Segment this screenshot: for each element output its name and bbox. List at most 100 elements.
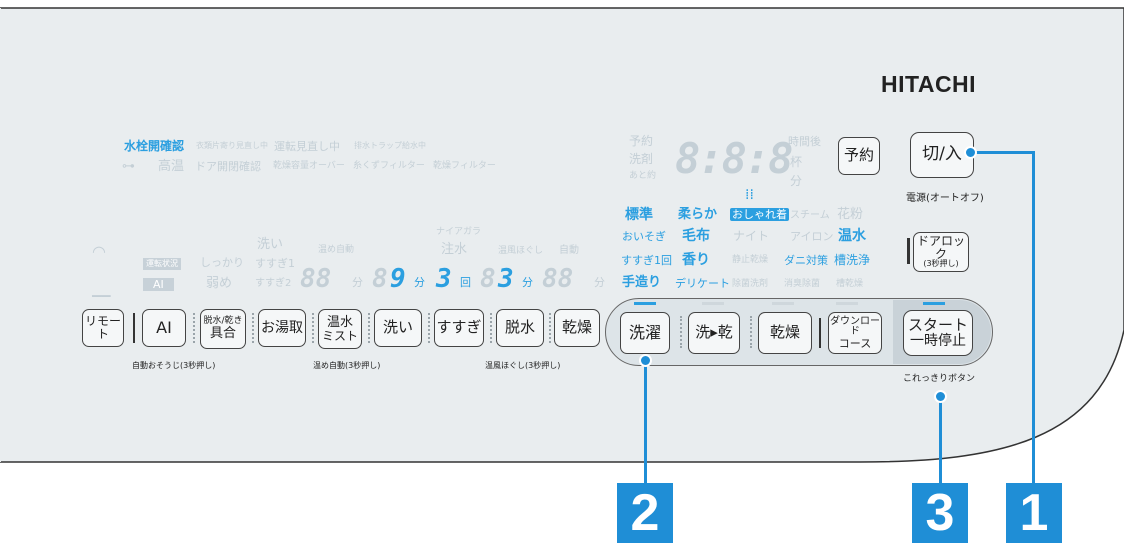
seg-digits: 88	[300, 264, 332, 294]
remote-button[interactable]: リモート	[82, 309, 124, 347]
power-caption: 電源(オートオフ)	[906, 193, 984, 204]
strength-weak: 弱め	[206, 276, 233, 291]
display-label: 予約	[629, 134, 654, 148]
status-item: 糸くずフィルター	[353, 161, 425, 171]
unit-min: 分	[414, 276, 425, 289]
course-deodor: 消臭除菌	[784, 279, 821, 289]
opt-rinse2: すすぎ2	[255, 278, 292, 289]
wifi-icon: ◠	[92, 242, 106, 261]
course-night: ナイト	[733, 229, 770, 243]
callout-line	[1032, 151, 1035, 483]
course-standard: 標準	[625, 207, 653, 223]
course-sanitize: 除菌洗剤	[732, 279, 769, 289]
status-item: ドア開閉確認	[195, 160, 261, 173]
unit-min: 分	[594, 276, 605, 289]
divider	[490, 313, 492, 343]
hot-air-caption: 温風ほぐし(3秒押し)	[485, 361, 561, 370]
laundry-indicator	[634, 302, 656, 305]
course-oshare: おしゃれ着	[730, 208, 789, 221]
divider	[193, 313, 195, 343]
warm-mist-label2: ミスト	[321, 328, 358, 343]
power-button[interactable]: 切/入	[910, 132, 974, 178]
door-lock-button[interactable]: ドアロック (3秒押し)	[913, 232, 969, 272]
laundry-button[interactable]: 洗濯	[620, 312, 670, 354]
status-item: 運転見直し中	[274, 140, 340, 153]
divider	[549, 313, 551, 343]
start-label: スタート	[907, 315, 968, 334]
course-tub-dry: 槽乾燥	[836, 279, 864, 289]
status-item: 排水トラップ給水中	[354, 141, 426, 150]
spin-dry-label2: 具合	[209, 325, 236, 341]
callout-dot	[934, 390, 947, 403]
divider	[133, 313, 135, 343]
display-label: 杯	[790, 155, 803, 169]
display-label: あと約	[629, 171, 657, 181]
rinse-count: 3	[436, 264, 452, 294]
ai-badge: AI	[143, 278, 174, 291]
course-fragrance: 香り	[682, 252, 710, 268]
status-item: 乾燥容量オーバー	[273, 161, 345, 171]
status-item: 乾燥フィルター	[433, 161, 496, 171]
seg-digit: 8	[480, 264, 496, 294]
callout-1: 1	[1006, 483, 1062, 543]
auto-label: 自動	[559, 245, 579, 256]
wash-dry-button[interactable]: 洗▸乾	[688, 312, 740, 354]
start-pause-button[interactable]: スタート 一時停止	[903, 310, 973, 356]
course-handmade: 手造り	[622, 275, 662, 290]
download-indicator	[836, 302, 858, 305]
door-lock-label: ドアロック	[916, 234, 965, 261]
download-course-button[interactable]: ダウンロード コース	[828, 312, 882, 354]
rinse-button[interactable]: すすぎ	[434, 309, 484, 347]
hot-air-label: 温風ほぐし	[498, 246, 544, 256]
dry-only-button[interactable]: 乾燥	[758, 312, 812, 354]
opt-rinse1: すすぎ1	[255, 257, 295, 270]
sparkle-icon: ⁞⁞	[745, 187, 754, 203]
display-label: 時間後	[788, 135, 821, 148]
wash-button[interactable]: 洗い	[374, 309, 422, 347]
warm-auto-label: 温め自動	[318, 245, 355, 255]
spin-button[interactable]: 脱水	[496, 309, 544, 347]
spin-dry-label: 脱水/乾き	[203, 316, 243, 327]
course-rinse-once: すすぎ1回	[621, 254, 672, 267]
callout-line	[939, 396, 942, 484]
spin-minutes: 3	[498, 264, 514, 294]
course-blanket: 毛布	[682, 228, 710, 244]
brand-logo: HITACHI	[881, 71, 977, 97]
divider	[428, 313, 430, 343]
display-label: 洗剤	[629, 152, 654, 166]
key-icon: ⊶	[122, 159, 135, 174]
dry-button[interactable]: 乾燥	[554, 309, 600, 347]
status-item: 高温	[158, 159, 185, 174]
course-hotwater: 温水	[838, 228, 866, 244]
spin-dry-button[interactable]: 脱水/乾き 具合	[200, 309, 246, 349]
hot-water-button[interactable]: お湯取	[258, 309, 306, 347]
divider	[312, 313, 314, 343]
seg-digits: 88	[542, 264, 574, 294]
unit-min: 分	[352, 276, 363, 289]
divider	[252, 313, 254, 343]
course-mite: ダニ対策	[784, 254, 828, 267]
door-lock-marker	[907, 238, 910, 264]
course-delicate: デリケート	[675, 277, 730, 290]
status-faucet-check: 水栓開確認	[124, 139, 185, 153]
status-item: 衣類片寄り見直し中	[196, 141, 268, 150]
start-indicator	[923, 302, 945, 305]
course-soft: 柔らか	[678, 207, 718, 222]
ai-button[interactable]: AI	[142, 309, 186, 347]
kore-button-caption: これっきりボタン	[903, 374, 976, 384]
callout-dot	[639, 354, 652, 367]
course-steam: スチーム	[790, 210, 830, 221]
display-label: 分	[790, 174, 803, 188]
callout-3: 3	[912, 483, 968, 543]
auto-clean-caption: 自動おそうじ(3秒押し)	[132, 361, 216, 370]
course-iron: アイロン	[790, 230, 834, 243]
divider	[368, 313, 370, 343]
unit-min: 分	[522, 276, 533, 289]
callout-2: 2	[617, 483, 673, 543]
unit-times: 回	[460, 276, 471, 289]
warm-mist-button[interactable]: 温水 ミスト	[318, 309, 362, 349]
reserve-button[interactable]: 予約	[838, 137, 880, 175]
strength-strong: しっかり	[200, 256, 244, 269]
warm-auto-caption: 温め自動(3秒押し)	[313, 361, 381, 370]
course-static-dry: 静止乾燥	[732, 255, 769, 265]
